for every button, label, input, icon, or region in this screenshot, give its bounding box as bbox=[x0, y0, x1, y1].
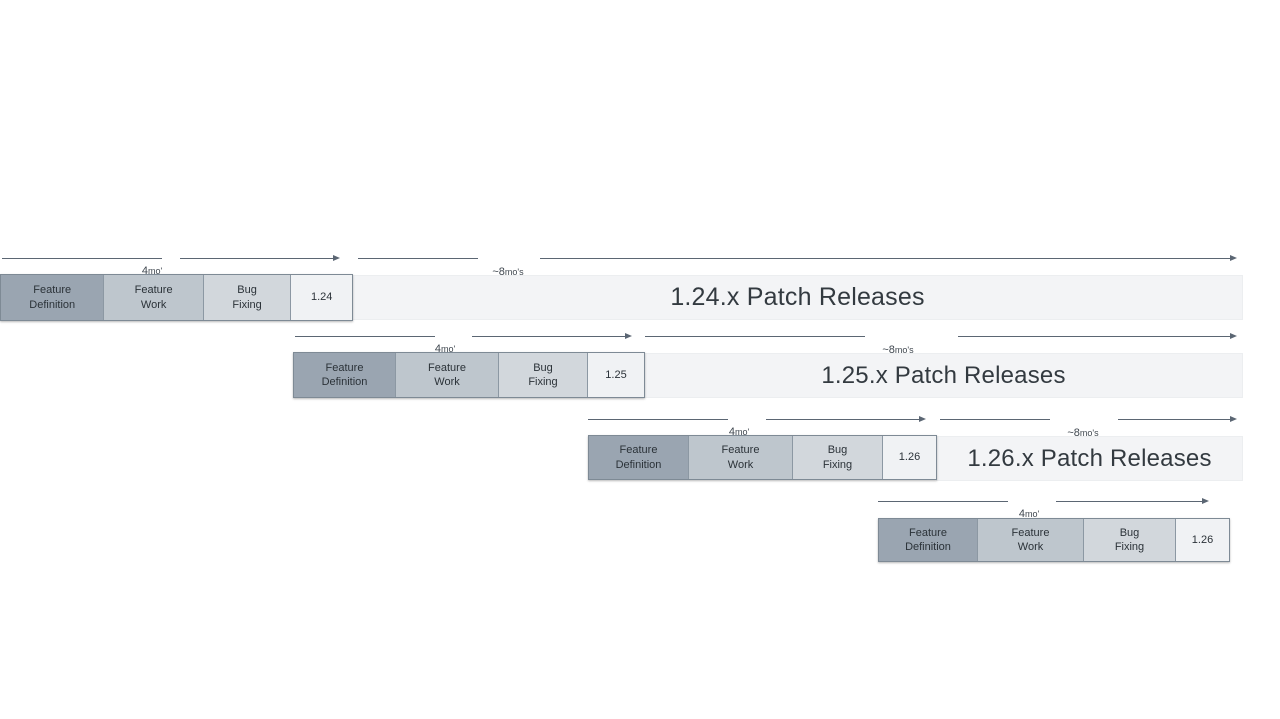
patch-arrowhead-1-26 bbox=[1230, 416, 1237, 422]
phase-strip-next: Feature Definition Feature Work Bug Fixi… bbox=[878, 518, 1230, 562]
phase-strip-1-24: Feature Definition Feature Work Bug Fixi… bbox=[0, 274, 353, 321]
patch-arrow-line-left-1-26 bbox=[940, 419, 1050, 420]
dev-arrow-line-left-1-26 bbox=[588, 419, 728, 420]
phase-label-line2: Fixing bbox=[232, 298, 262, 311]
version-label: 1.26 bbox=[898, 451, 921, 464]
patch-release-bar-1-26: 1.26.x Patch Releases bbox=[936, 436, 1243, 481]
phase-label-line1: Bug bbox=[827, 444, 848, 457]
phase-label-line2: Definition bbox=[29, 298, 76, 311]
phase-label-line2: Definition bbox=[905, 541, 951, 553]
patch-release-bar-1-25: 1.25.x Patch Releases bbox=[644, 353, 1243, 398]
version-marker-1-25[interactable]: 1.25 bbox=[588, 353, 644, 397]
phase-label-line2: Work bbox=[727, 458, 754, 471]
phase-label-line1: Bug bbox=[1119, 526, 1140, 539]
dev-arrow-line-right-1-24 bbox=[180, 258, 335, 259]
patch-release-bar-1-24: 1.24.x Patch Releases bbox=[352, 275, 1243, 320]
version-marker-1-24[interactable]: 1.24 bbox=[291, 275, 352, 320]
patch-duration-unit: mo's bbox=[504, 267, 524, 277]
phase-label-line2: Work bbox=[1017, 541, 1044, 553]
dev-arrowhead-1-24 bbox=[333, 255, 340, 261]
phase-label-line2: Fixing bbox=[528, 376, 558, 388]
patch-arrow-line-right-1-24 bbox=[540, 258, 1232, 259]
phase-feature-work-1-26[interactable]: Feature Work bbox=[689, 436, 793, 479]
phase-strip-1-26: Feature Definition Feature Work Bug Fixi… bbox=[588, 435, 937, 480]
phase-label-line2: Work bbox=[434, 376, 460, 388]
dev-arrow-line-left-next bbox=[878, 501, 1008, 502]
patch-arrow-line-right-1-26 bbox=[1118, 419, 1232, 420]
phase-label-line2: Work bbox=[140, 298, 167, 311]
patch-release-label-1-26: 1.26.x Patch Releases bbox=[967, 444, 1212, 472]
phase-label-line1: Feature bbox=[428, 361, 466, 374]
phase-label-line1: Feature bbox=[909, 526, 947, 539]
dev-duration-label-1-24: 4mo' bbox=[142, 261, 162, 279]
phase-feature-work-1-24[interactable]: Feature Work bbox=[104, 275, 204, 320]
phase-feature-definition-1-24[interactable]: Feature Definition bbox=[1, 275, 105, 320]
patch-release-label-1-25: 1.25.x Patch Releases bbox=[821, 361, 1066, 389]
version-label: 1.25 bbox=[605, 368, 627, 381]
patch-arrowhead-1-25 bbox=[1230, 333, 1237, 339]
dev-arrow-line-right-1-26 bbox=[766, 419, 921, 420]
dev-duration-unit: mo' bbox=[440, 344, 456, 354]
phase-label-line1: Feature bbox=[1011, 526, 1050, 539]
patch-release-label-1-24: 1.24.x Patch Releases bbox=[670, 283, 925, 311]
dev-duration-number: 4 bbox=[1018, 508, 1025, 520]
phase-label-line1: Feature bbox=[721, 444, 760, 457]
dev-arrowhead-next bbox=[1202, 498, 1209, 504]
phase-label-line1: Bug bbox=[533, 361, 553, 374]
patch-arrow-line-left-1-25 bbox=[645, 336, 865, 337]
version-marker-1-26[interactable]: 1.26 bbox=[883, 436, 936, 479]
phase-label-line2: Fixing bbox=[1114, 541, 1145, 553]
phase-bug-fixing-1-24[interactable]: Bug Fixing bbox=[203, 275, 292, 320]
phase-label-line2: Definition bbox=[615, 458, 662, 471]
dev-duration-number: 4 bbox=[728, 426, 735, 438]
phase-feature-work-1-25[interactable]: Feature Work bbox=[396, 353, 499, 397]
dev-duration-label-1-26: 4mo' bbox=[729, 422, 749, 440]
dev-duration-label-next: 4mo' bbox=[1019, 504, 1039, 522]
phase-label-line1: Feature bbox=[619, 444, 658, 457]
patch-arrow-line-left-1-24 bbox=[358, 258, 478, 259]
phase-label-line2: Definition bbox=[321, 376, 368, 388]
patch-duration-unit: mo's bbox=[1079, 428, 1099, 438]
dev-arrow-line-right-1-25 bbox=[472, 336, 627, 337]
dev-arrow-line-left-1-24 bbox=[2, 258, 162, 259]
dev-arrow-line-left-1-25 bbox=[295, 336, 435, 337]
phase-bug-fixing-1-26[interactable]: Bug Fixing bbox=[793, 436, 883, 479]
version-label: 1.24 bbox=[310, 291, 333, 304]
dev-duration-unit: mo' bbox=[1024, 509, 1040, 519]
patch-duration-unit: mo's bbox=[894, 345, 914, 355]
phase-bug-fixing-next[interactable]: Bug Fixing bbox=[1084, 519, 1176, 561]
dev-duration-unit: mo' bbox=[734, 427, 750, 437]
phase-label-line1: Feature bbox=[325, 361, 364, 374]
patch-arrow-line-right-1-25 bbox=[958, 336, 1232, 337]
phase-bug-fixing-1-25[interactable]: Bug Fixing bbox=[499, 353, 588, 397]
patch-arrowhead-1-24 bbox=[1230, 255, 1237, 261]
dev-arrowhead-1-25 bbox=[625, 333, 632, 339]
phase-feature-definition-1-26[interactable]: Feature Definition bbox=[589, 436, 689, 479]
version-label: 1.26 bbox=[1191, 533, 1214, 546]
dev-duration-number: 4 bbox=[141, 265, 148, 277]
phase-strip-1-25: Feature Definition Feature Work Bug Fixi… bbox=[293, 352, 645, 398]
dev-arrow-line-right-next bbox=[1056, 501, 1204, 502]
version-marker-next[interactable]: 1.26 bbox=[1176, 519, 1229, 561]
dev-duration-number: 4 bbox=[434, 343, 441, 355]
phase-feature-definition-1-25[interactable]: Feature Definition bbox=[294, 353, 396, 397]
phase-feature-definition-next[interactable]: Feature Definition bbox=[879, 519, 978, 561]
phase-label-line1: Feature bbox=[134, 284, 173, 297]
phase-label-line1: Feature bbox=[33, 284, 72, 297]
dev-arrowhead-1-26 bbox=[919, 416, 926, 422]
dev-duration-unit: mo' bbox=[147, 266, 163, 276]
phase-label-line2: Fixing bbox=[822, 458, 853, 471]
dev-duration-label-1-25: 4mo' bbox=[435, 339, 455, 357]
phase-feature-work-next[interactable]: Feature Work bbox=[978, 519, 1084, 561]
phase-label-line1: Bug bbox=[237, 284, 257, 297]
